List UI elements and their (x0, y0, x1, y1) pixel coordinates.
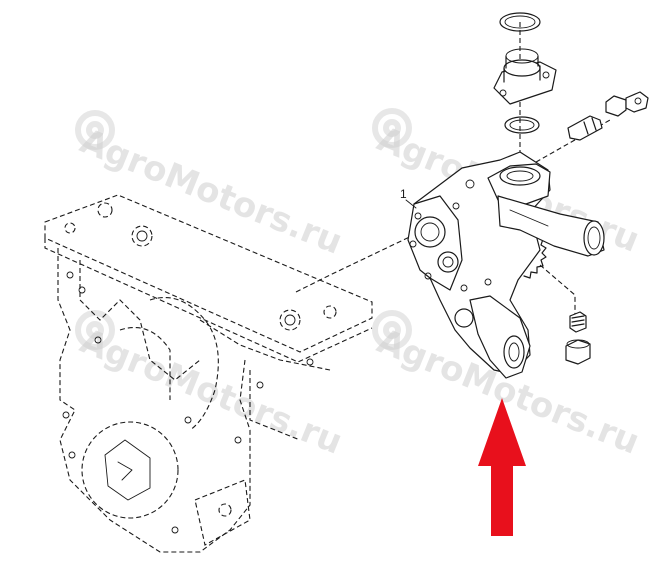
callout-leader (405, 199, 417, 209)
engine-block-outline (44, 194, 373, 553)
watermark-text: AgroMotors.ru (75, 121, 348, 262)
watermark-gear-icon (372, 310, 412, 350)
watermark-gear-icon (75, 310, 115, 350)
o-ring-top (499, 12, 541, 32)
watermark-gear-icon (75, 110, 115, 150)
o-ring-middle (504, 116, 540, 134)
red-arrow-indicator (478, 398, 526, 536)
watermark-group: AgroMotors.ru AgroMotors.ru AgroMotors.r… (75, 108, 645, 463)
oil-pump-assembly (407, 151, 605, 379)
watermark-text: AgroMotors.ru (75, 321, 348, 462)
relief-valve-parts (565, 311, 591, 365)
bolt-plug (605, 91, 649, 117)
sensor-fitting (567, 115, 603, 141)
watermark-gear-icon (372, 108, 412, 148)
flange-fitting (493, 48, 557, 105)
callout-number: 1 (400, 187, 407, 201)
